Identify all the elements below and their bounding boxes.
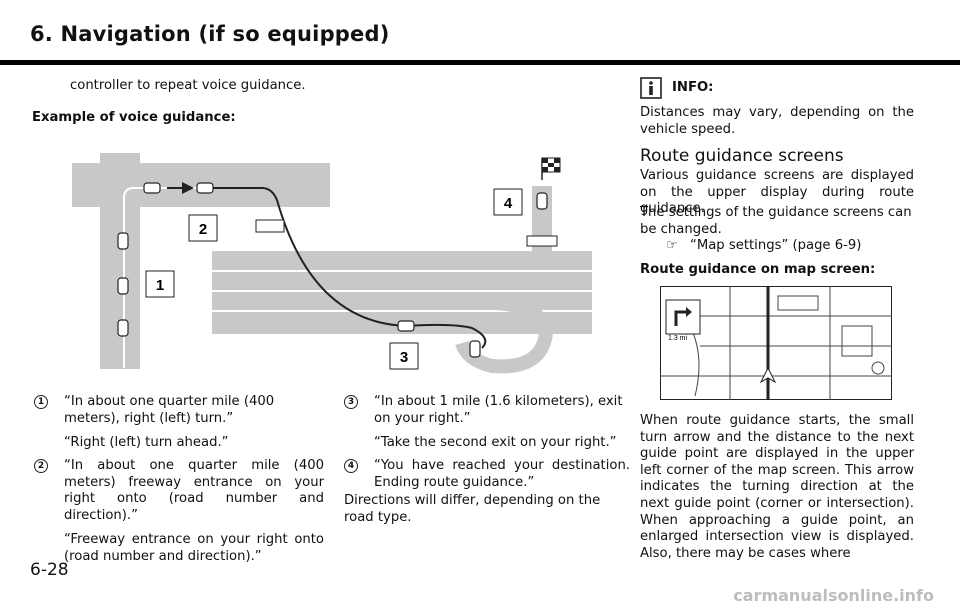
item-text: “Freeway entrance on your right onto (ro… [64, 532, 324, 564]
info-label: INFO: [672, 80, 714, 95]
car-icon [536, 192, 548, 210]
car-icon [143, 182, 161, 194]
voice-guidance-diagram: 1 2 3 4 [72, 153, 592, 374]
label-1: 1 [156, 277, 164, 294]
section-title: Route guidance screens [640, 146, 844, 166]
list-item: 4 “You have reached your destination. En… [344, 458, 630, 499]
closing-text: Directions will differ, depending on the… [344, 493, 601, 525]
intro-line: controller to repeat voice guidance. [70, 78, 306, 93]
car-icon [117, 319, 129, 337]
road-sign [255, 219, 285, 233]
map-screen: 1.3 mi [660, 286, 892, 400]
paragraph: Various guidance screens are displayed o… [640, 168, 914, 217]
paragraph: The settings of the guidance screens can… [640, 205, 912, 237]
item-text: “In about one quarter mile (400 meters) … [64, 458, 324, 523]
example-heading: Example of voice guidance: [32, 110, 236, 125]
map-roads [660, 286, 892, 400]
list-item: 1 “In about one quarter mile (400 meters… [34, 394, 324, 460]
distance-text: 1.3 mi [668, 335, 688, 342]
route-white [123, 187, 207, 368]
list-item: 2 “In about one quarter mile (400 meters… [34, 458, 324, 574]
item-text: “In about 1 mile (1.6 kilometers), exit … [374, 394, 623, 426]
item-number: 4 [344, 459, 358, 473]
item-number: 2 [34, 459, 48, 473]
item-text: “Take the second exit on your right.” [374, 435, 617, 451]
page-number: 6-28 [30, 560, 69, 580]
info-icon [640, 77, 662, 99]
list-item: 3 “In about 1 mile (1.6 kilometers), exi… [344, 394, 630, 460]
item-text: “You have reached your destination. Endi… [374, 458, 630, 490]
route-path [207, 187, 408, 327]
car-icon [397, 320, 415, 332]
label-3: 3 [400, 349, 408, 366]
item-number: 1 [34, 395, 48, 409]
car-icon [117, 277, 129, 295]
vehicle-position-icon [759, 366, 777, 384]
header-rule [0, 60, 960, 65]
page-title: 6. Navigation (if so equipped) [30, 22, 390, 46]
item-text: “Right (left) turn ahead.” [64, 435, 229, 451]
turn-right-arrow-icon [674, 310, 687, 326]
item-text: “In about one quarter mile (400 meters),… [64, 394, 275, 426]
item-number: 3 [344, 395, 358, 409]
car-icon [469, 340, 481, 358]
watermark: carmanualsonline.info [733, 586, 934, 605]
label-4: 4 [504, 195, 513, 212]
turn-arrow-box [665, 299, 701, 335]
car-icon [196, 182, 214, 194]
road-sign [526, 235, 558, 247]
reference-link[interactable]: ☞ “Map settings” (page 6-9) [666, 238, 862, 253]
reference-hand-icon: ☞ [666, 238, 678, 253]
car-icon [117, 232, 129, 250]
exit-ramp [455, 295, 554, 374]
label-2: 2 [199, 221, 207, 238]
freeway [212, 251, 592, 334]
map-heading: Route guidance on map screen: [640, 262, 876, 277]
info-text: Distances may vary, depending on the veh… [640, 105, 914, 137]
paragraph: When route guidance starts, the small tu… [640, 413, 914, 561]
checkered-flag-icon [541, 157, 561, 180]
